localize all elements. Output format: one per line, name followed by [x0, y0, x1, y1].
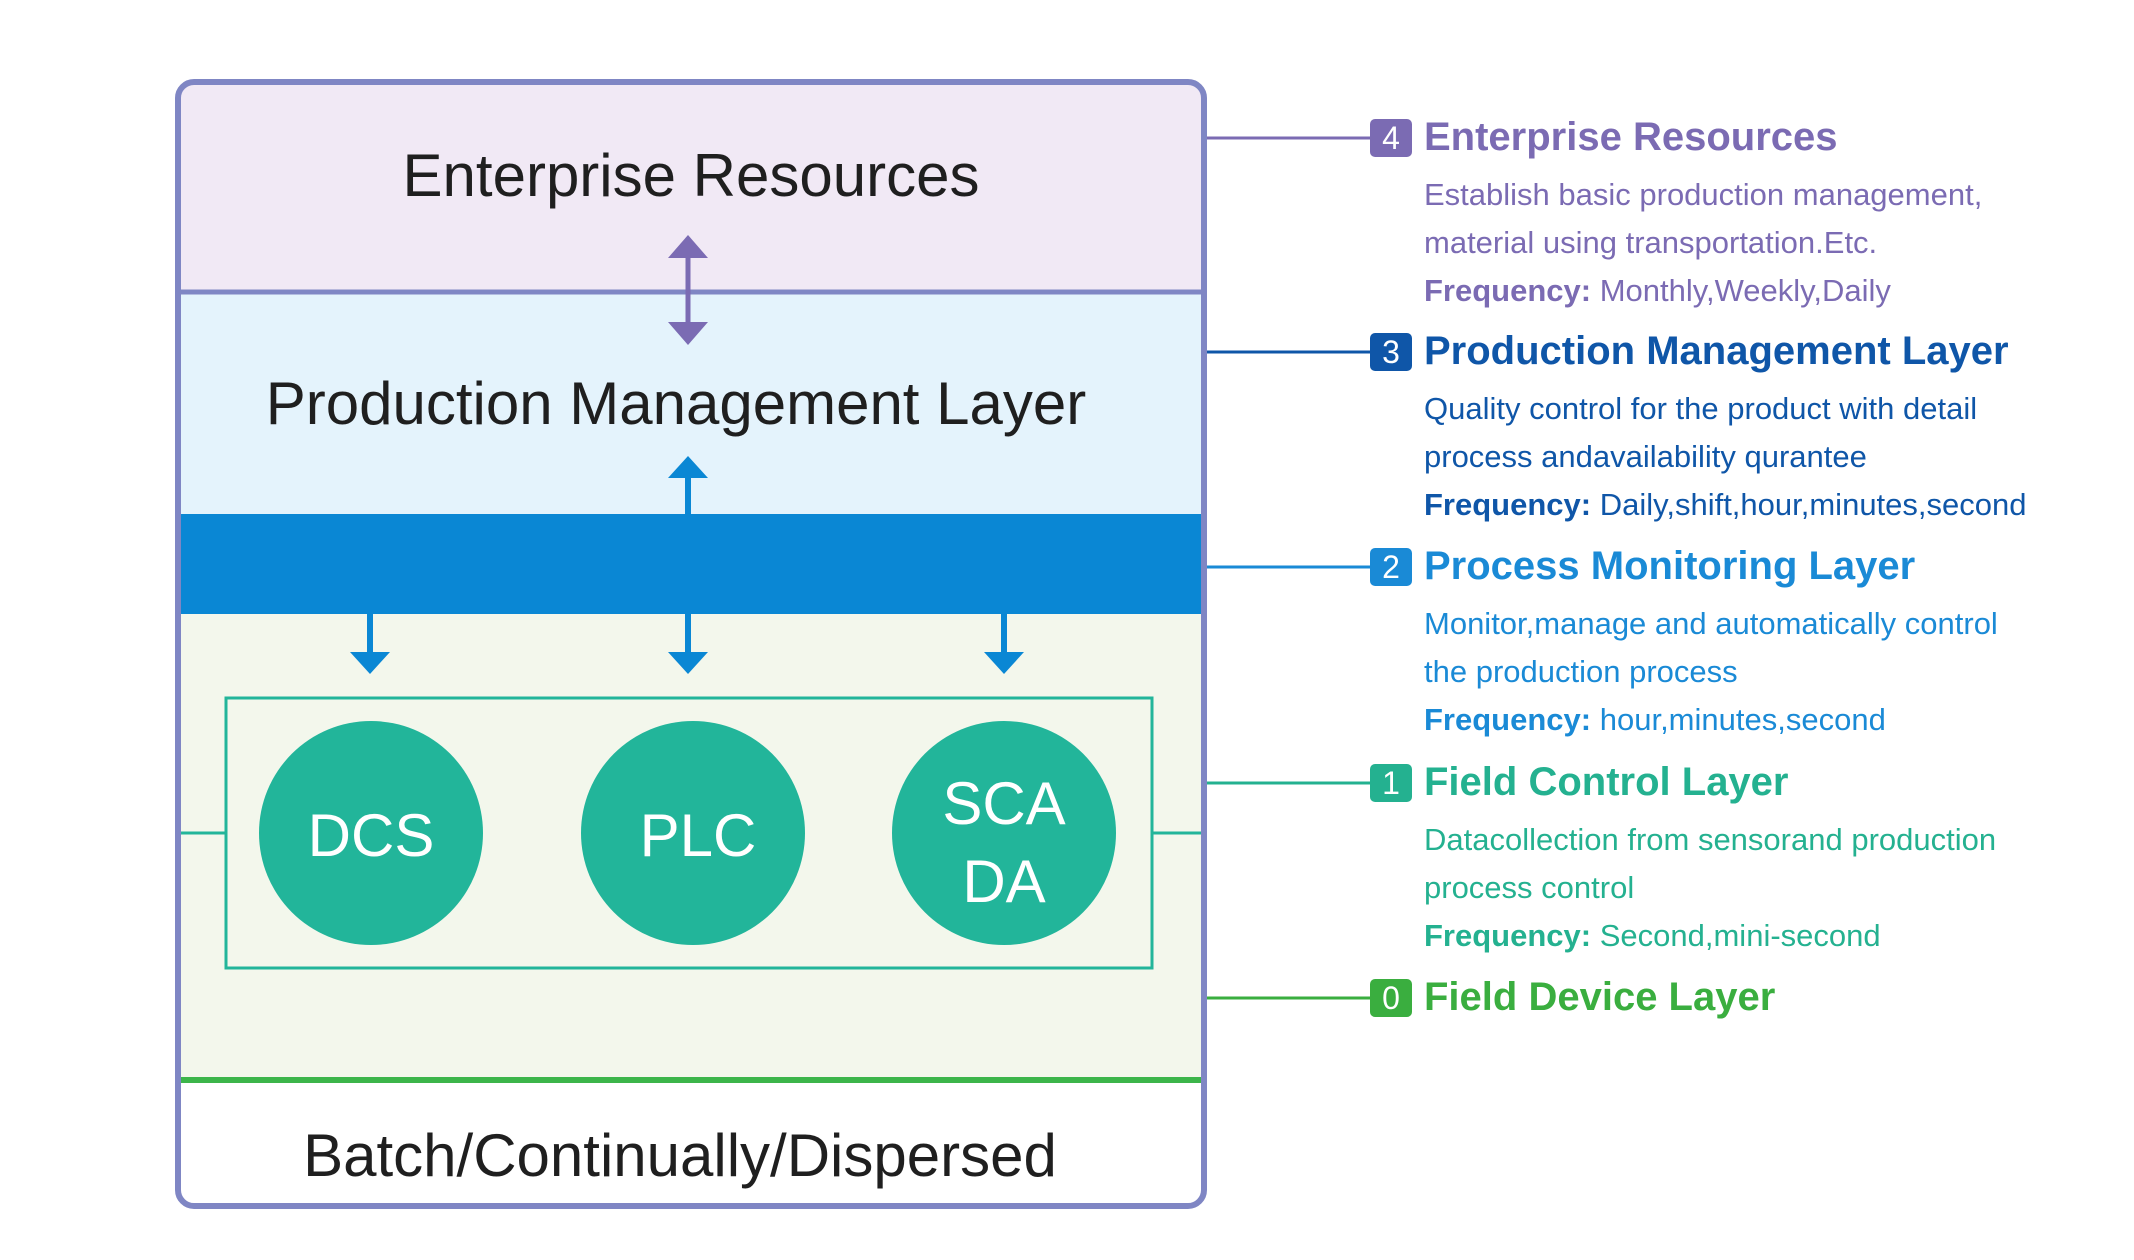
stack-frame	[175, 79, 1207, 1209]
enterprise-production-double-arrow	[668, 235, 708, 345]
batch-continually-dispersed-label: Batch/Continually/Dispersed	[303, 1122, 1057, 1189]
layer-0-number-badge: 0	[1370, 979, 1412, 1017]
layer-1-frequency-value: Second,mini-second	[1599, 918, 1881, 953]
layer-4-frequency-value: Monthly,Weekly,Daily	[1599, 273, 1891, 308]
layer-2-number-badge: 2	[1370, 548, 1412, 586]
process-monitoring-band	[178, 514, 1204, 614]
layer-1-number-badge: 1	[1370, 764, 1412, 802]
scada-circle	[892, 721, 1116, 945]
layer-2-frequency-label: Frequency:	[1424, 702, 1592, 737]
dcs-label: DCS	[308, 802, 435, 869]
layer-2-desc-line-2: the production process	[1424, 654, 1738, 689]
layer-4-number-badge: 4	[1370, 119, 1412, 157]
monitoring-up-arrow	[668, 456, 708, 516]
layer-1-title: Field Control Layer	[1424, 760, 1789, 804]
layer-3-frequency-label: Frequency:	[1424, 487, 1592, 522]
layer-0-title: Field Device Layer	[1424, 975, 1776, 1019]
layer-4-frequency-label: Frequency:	[1424, 273, 1592, 308]
down-arrow-plc	[668, 612, 708, 674]
enterprise-resources-label: Enterprise Resources	[403, 142, 980, 209]
dcs-circle	[259, 721, 483, 945]
down-arrow-scada	[984, 612, 1024, 674]
layer-4-desc-line-1: Establish basic production management,	[1424, 177, 1983, 212]
field-device-band	[178, 1080, 1204, 1206]
layer-3-desc-line-2: process andavailability qurantee	[1424, 439, 1867, 474]
layer-4-desc-line-2: material using transportation.Etc.	[1424, 225, 1878, 260]
layer-3-title: Production Management Layer	[1424, 329, 2009, 373]
plc-label: PLC	[640, 802, 757, 869]
layer-3-desc-line-1: Quality control for the product with det…	[1424, 391, 1978, 426]
layer-2-desc-line-1: Monitor,manage and automatically control	[1424, 606, 1998, 641]
layer-3-frequency-value: Daily,shift,hour,minutes,second	[1599, 487, 2027, 522]
layer-3-number-badge: 3	[1370, 333, 1412, 371]
layer-1-desc-line-2: process control	[1424, 870, 1635, 905]
production-management-label: Production Management Layer	[266, 370, 1087, 437]
scada-label-line-2: DA	[962, 848, 1045, 915]
layer-1-frequency-label: Frequency:	[1424, 918, 1592, 953]
plc-circle	[581, 721, 805, 945]
layer-2-frequency-value: hour,minutes,second	[1599, 702, 1886, 737]
scada-label-line-1: SCA	[942, 770, 1065, 837]
layer-2-title: Process Monitoring Layer	[1424, 544, 1916, 588]
down-arrow-dcs	[350, 612, 390, 674]
layer-4-title: Enterprise Resources	[1424, 115, 1838, 159]
layer-1-desc-line-1: Datacollection from sensorand production	[1424, 822, 1997, 857]
